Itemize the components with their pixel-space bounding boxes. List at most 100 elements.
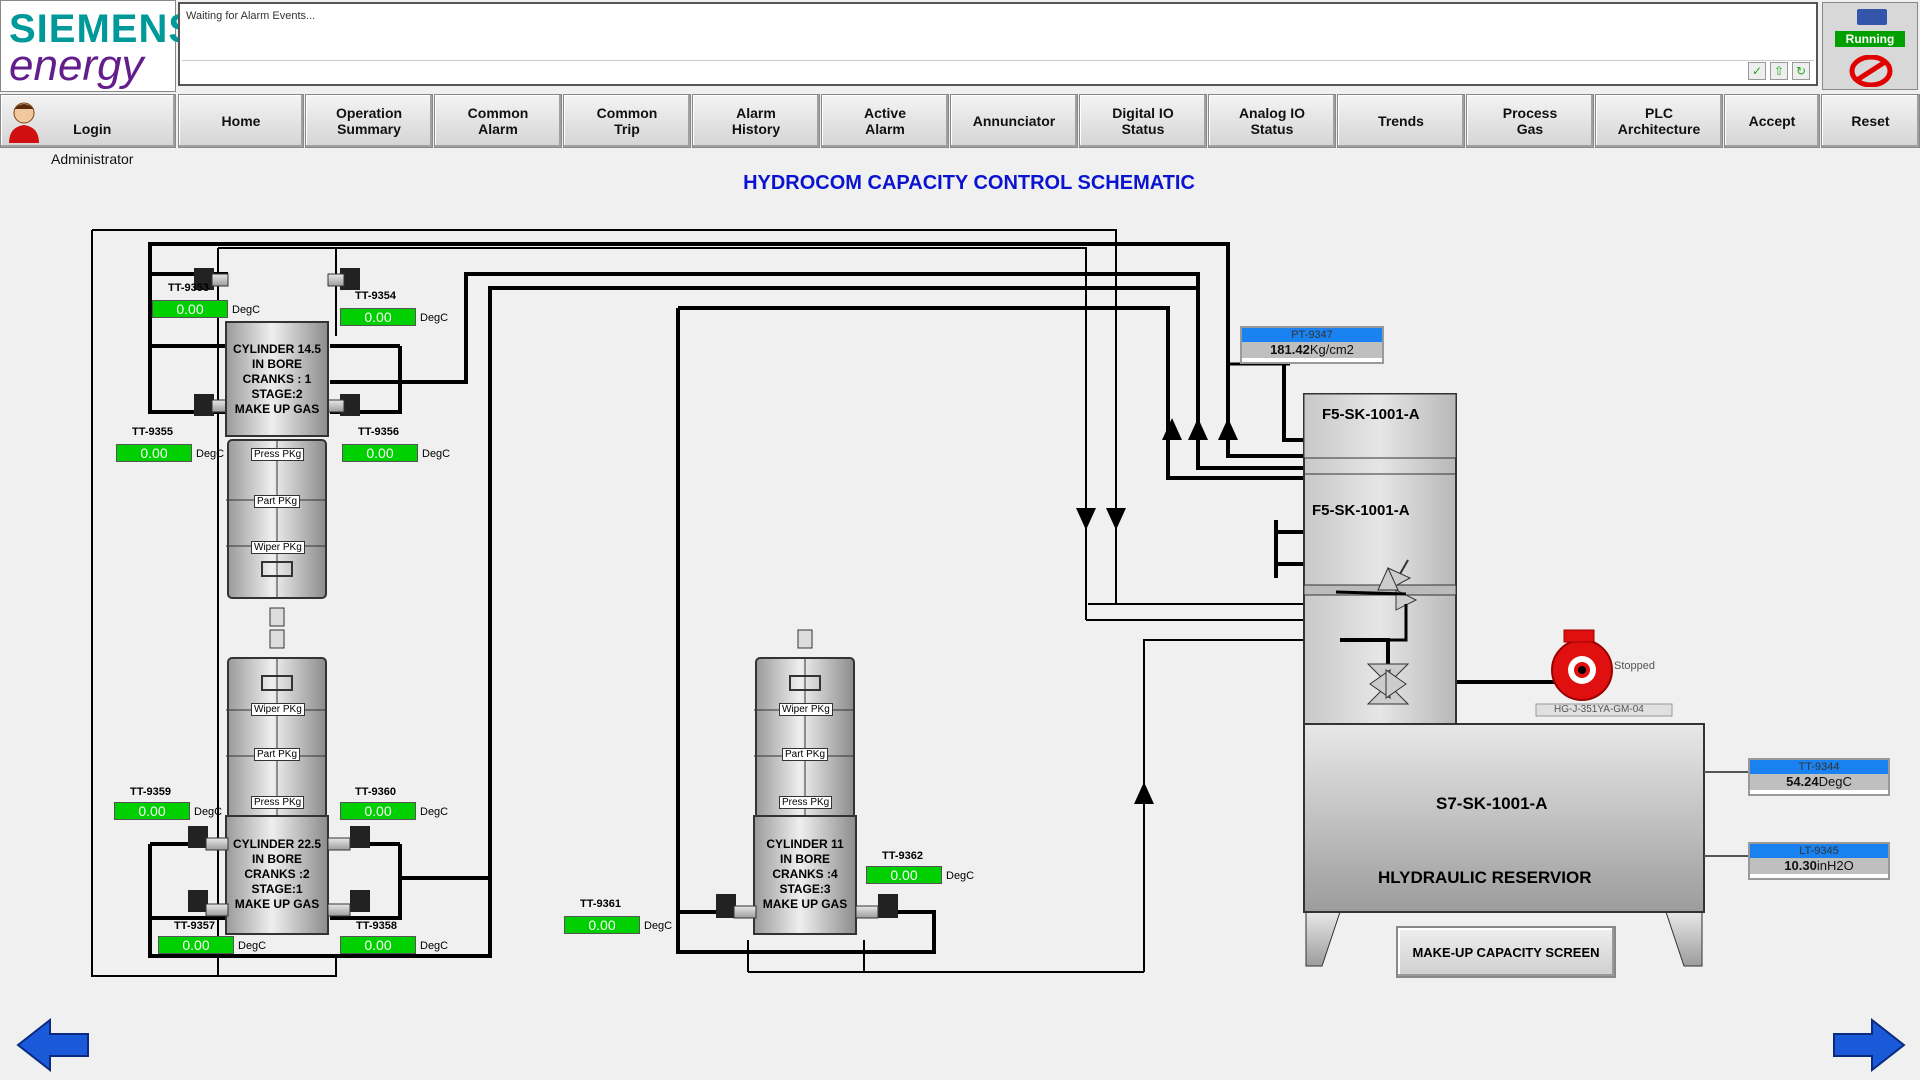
nav-common-trip-button[interactable]: Common Trip [563, 94, 691, 148]
login-button[interactable]: Login Administrator [0, 94, 176, 167]
press-packing-label: Press PKg [779, 796, 833, 809]
temp-value: 0.00 [114, 802, 190, 820]
temp-unit: DegC [946, 870, 975, 882]
press-packing-label: Press PKg [251, 796, 305, 809]
temp-unit: DegC [196, 448, 225, 460]
pump-status: Stopped [1614, 660, 1655, 672]
lt9345-tag: LT-9345 [1750, 844, 1888, 858]
tag-label: TT-9358 [356, 920, 397, 932]
part-packing-label: Part PKg [782, 748, 829, 761]
press-packing-label: Press PKg [251, 448, 305, 461]
tag-label: TT-9360 [355, 786, 396, 798]
cylinder-2-label: CYLINDER 22.5 IN BORE CRANKS :2 STAGE:1 … [232, 837, 322, 911]
previous-page-arrow-icon[interactable] [16, 1018, 90, 1072]
tt9344-reading: 54.24DegC [1750, 774, 1888, 790]
nav-operation-summary-button[interactable]: Operation Summary [305, 94, 433, 148]
pump-tag: HG-J-351YA-GM-04 [1554, 704, 1644, 715]
makeup-capacity-screen-button[interactable]: MAKE-UP CAPACITY SCREEN [1396, 926, 1616, 978]
acknowledge-icon[interactable]: ⇧ [1770, 62, 1788, 80]
logo-line2: energy [9, 41, 144, 90]
nav-digital-io-status-button[interactable]: Digital IO Status [1079, 94, 1207, 148]
nav-trends-button[interactable]: Trends [1337, 94, 1465, 148]
tag-label: TT-9362 [882, 850, 923, 862]
tag-label: TT-9354 [355, 290, 396, 302]
temp-value: 0.00 [340, 936, 416, 954]
user-avatar-icon [9, 102, 39, 143]
tag-label: TT-9355 [132, 426, 173, 438]
skid-name-mid: F5-SK-1001-A [1312, 502, 1410, 519]
cylinder-3-label: CYLINDER 11 IN BORE CRANKS :4 STAGE:3 MA… [762, 837, 848, 911]
wiper-packing-label: Wiper PKg [779, 703, 833, 716]
nav-alarm-history-button[interactable]: Alarm History [692, 94, 820, 148]
flow-arrows [1076, 418, 1238, 804]
temp-unit: DegC [422, 448, 451, 460]
tag-label: TT-9357 [174, 920, 215, 932]
part-packing-label: Part PKg [254, 748, 301, 761]
nav-process-gas-button[interactable]: Process Gas [1466, 94, 1594, 148]
alarm-toolbar [182, 60, 1814, 83]
wiper-packing-label: Wiper PKg [251, 541, 305, 554]
login-user: Administrator [51, 151, 134, 167]
tag-label: TT-9359 [130, 786, 171, 798]
part-packing-label: Part PKg [254, 495, 301, 508]
temp-unit: DegC [420, 806, 449, 818]
cylinder-3-body [716, 629, 936, 952]
temp-unit: DegC [232, 304, 261, 316]
nav-reset-button[interactable]: Reset [1821, 94, 1920, 148]
logo-line1: SIEMENS [9, 7, 197, 51]
page-title: HYDROCOM CAPACITY CONTROL SCHEMATIC [743, 172, 1195, 194]
temp-unit: DegC [644, 920, 673, 932]
lt9345-value: 10.30 [1784, 858, 1817, 873]
pt-reading: 181.42Kg/cm2 [1242, 342, 1382, 358]
lt9345-unit: inH2O [1816, 858, 1854, 873]
nav-accept-button[interactable]: Accept [1724, 94, 1820, 148]
pt-tag: PT-9347 [1242, 328, 1382, 342]
tt9344-unit: DegC [1818, 774, 1852, 789]
reservoir-name: HLYDRAULIC RESERVIOR [1378, 868, 1592, 887]
temp-value: 0.00 [340, 308, 416, 326]
level-indicator-lt-9345[interactable]: LT-9345 10.30inH2O [1748, 842, 1890, 880]
pt-unit: Kg/cm2 [1309, 342, 1354, 357]
wiper-packing-label: Wiper PKg [251, 703, 305, 716]
machine-icon [1857, 9, 1887, 25]
skid-name-top: F5-SK-1001-A [1322, 406, 1420, 423]
tt9344-value: 54.24 [1786, 774, 1819, 789]
tag-label: TT-9361 [580, 898, 621, 910]
no-entry-icon[interactable] [1849, 55, 1893, 87]
alarm-events-panel[interactable]: Waiting for Alarm Events... ✓ ⇧ ↻ [178, 2, 1818, 86]
cylinder-2-body [188, 657, 370, 935]
temp-value: 0.00 [564, 916, 640, 934]
temp-value: 0.00 [342, 444, 418, 462]
temp-unit: DegC [420, 940, 449, 952]
pt-value: 181.42 [1270, 342, 1310, 357]
temp-unit: DegC [420, 312, 449, 324]
temp-value: 0.00 [340, 802, 416, 820]
alarm-message: Waiting for Alarm Events... [186, 10, 316, 22]
thin-lines [91, 229, 1340, 977]
reservoir-s7-sk-1001-a [1303, 723, 1750, 967]
nav-common-alarm-button[interactable]: Common Alarm [434, 94, 562, 148]
nav-active-alarm-button[interactable]: Active Alarm [821, 94, 949, 148]
skid-f5-sk-1001-a [1274, 393, 1457, 725]
tag-label: TT-9356 [358, 426, 399, 438]
next-page-arrow-icon[interactable] [1832, 1018, 1906, 1072]
refresh-icon[interactable]: ↻ [1792, 62, 1810, 80]
tt9344-tag: TT-9344 [1750, 760, 1888, 774]
temp-unit: DegC [238, 940, 267, 952]
nav-annunciator-button[interactable]: Annunciator [950, 94, 1078, 148]
temp-indicator-tt-9344[interactable]: TT-9344 54.24DegC [1748, 758, 1890, 796]
temp-unit: DegC [194, 806, 223, 818]
check-icon[interactable]: ✓ [1748, 62, 1766, 80]
nav-home-button[interactable]: Home [178, 94, 304, 148]
nav-plc-architecture-button[interactable]: PLC Architecture [1595, 94, 1723, 148]
nav-analog-io-status-button[interactable]: Analog IO Status [1208, 94, 1336, 148]
pump-icon [1535, 629, 1673, 717]
running-status: Running [1835, 31, 1905, 47]
temp-value: 0.00 [116, 444, 192, 462]
login-label: Login [73, 121, 112, 137]
pressure-indicator-pt-9347[interactable]: PT-9347 181.42Kg/cm2 [1240, 326, 1384, 364]
temp-value: 0.00 [152, 300, 228, 318]
temp-value: 0.00 [158, 936, 234, 954]
cylinder-1-label: CYLINDER 14.5 IN BORE CRANKS : 1 STAGE:2… [232, 342, 322, 416]
